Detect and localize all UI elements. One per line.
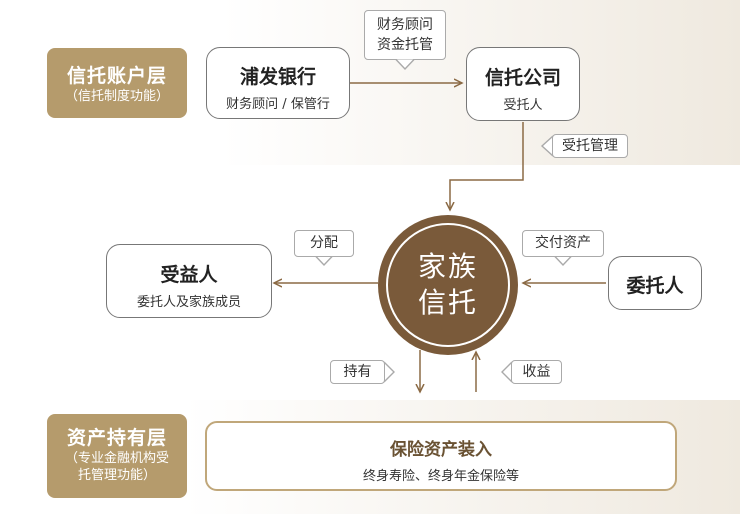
asset-layer-tag: 资产持有层 （专业金融机构受 托管理功能） xyxy=(47,414,187,498)
bank-title: 浦发银行 xyxy=(239,66,316,88)
hold-callout: 持有 xyxy=(330,360,385,384)
trust-management-callout: 受托管理 xyxy=(552,134,628,158)
asset-layer-subtitle-1: （专业金融机构受 xyxy=(64,451,169,466)
insurance-subtitle: 终身寿险、终身年金保险等 xyxy=(362,469,519,484)
bank-node: 浦发银行 财务顾问 / 保管行 xyxy=(206,47,350,119)
settlor-node: 委托人 xyxy=(608,256,702,310)
advisor-callout-line2: 资金托管 xyxy=(377,37,433,53)
settlor-title: 委托人 xyxy=(626,275,684,297)
advisor-callout-line1: 财务顾问 xyxy=(377,17,433,33)
beneficiary-node: 受益人 委托人及家族成员 xyxy=(106,244,272,318)
deliver-assets-label: 交付资产 xyxy=(535,235,591,251)
trust-company-subtitle: 受托人 xyxy=(503,98,543,113)
trust-to-center-arrow xyxy=(450,122,524,210)
insurance-title: 保险资产装入 xyxy=(390,440,492,460)
account-layer-title: 信托账户层 xyxy=(66,65,167,87)
asset-layer-subtitle-2: 托管理功能） xyxy=(77,468,156,483)
family-trust-ring: 家族 信托 xyxy=(386,223,510,347)
advisor-callout: 财务顾问 资金托管 xyxy=(364,10,446,60)
hold-label: 持有 xyxy=(343,364,372,380)
deliver-assets-callout: 交付资产 xyxy=(522,230,604,257)
asset-layer-title: 资产持有层 xyxy=(66,427,167,449)
insurance-assets-node: 保险资产装入 终身寿险、终身年金保险等 xyxy=(205,421,677,491)
income-label: 收益 xyxy=(522,364,551,380)
bank-subtitle: 财务顾问 / 保管行 xyxy=(226,97,330,112)
beneficiary-subtitle: 委托人及家族成员 xyxy=(136,295,241,310)
trust-company-title: 信托公司 xyxy=(484,67,561,89)
family-trust-circle: 家族 信托 xyxy=(378,215,518,355)
trust-company-node: 信托公司 受托人 xyxy=(466,47,580,121)
trust-management-label: 受托管理 xyxy=(562,138,618,154)
beneficiary-title: 受益人 xyxy=(160,264,218,286)
family-trust-line1: 家族 xyxy=(417,250,478,283)
account-layer-subtitle: （信托制度功能） xyxy=(64,89,169,104)
distribution-label: 分配 xyxy=(310,235,338,251)
distribution-callout: 分配 xyxy=(294,230,354,257)
income-callout: 收益 xyxy=(511,360,562,384)
family-trust-line2: 信托 xyxy=(417,286,478,319)
account-layer-tag: 信托账户层 （信托制度功能） xyxy=(47,48,187,118)
